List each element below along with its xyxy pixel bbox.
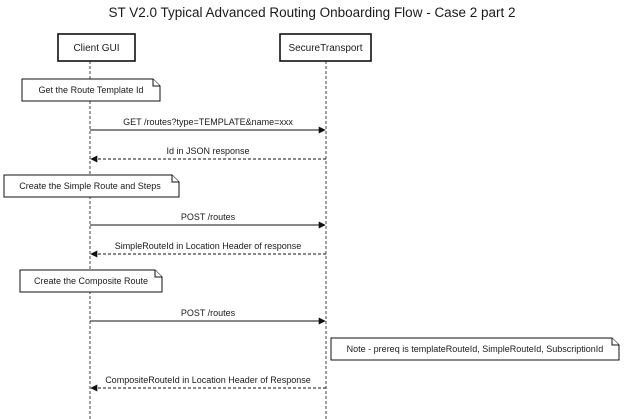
note-prereq-text: Note - prereq is templateRouteId, Simple…	[347, 344, 604, 354]
participant-client-gui: Client GUI	[57, 33, 136, 62]
note-simple-route-text: Create the Simple Route and Steps	[19, 181, 161, 191]
note-composite-route: Create the Composite Route	[19, 269, 163, 293]
message-label-id-response: Id in JSON response	[166, 146, 249, 156]
message-label-post-composite-route: POST /routes	[181, 308, 236, 318]
message-label-simple-route-id: SimpleRouteId in Location Header of resp…	[115, 241, 302, 251]
note-simple-route: Create the Simple Route and Steps	[3, 174, 180, 198]
note-prereq: Note - prereq is templateRouteId, Simple…	[330, 337, 620, 361]
note-composite-route-text: Create the Composite Route	[34, 276, 148, 286]
note-get-template-text: Get the Route Template Id	[39, 85, 144, 95]
participant-securetransport-label: SecureTransport	[288, 43, 362, 54]
message-label-post-simple-route: POST /routes	[181, 212, 236, 222]
note-get-template: Get the Route Template Id	[21, 78, 161, 102]
participant-securetransport: SecureTransport	[279, 33, 372, 62]
message-label-composite-route-id: CompositeRouteId in Location Header of R…	[105, 375, 311, 385]
message-label-get-template: GET /routes?type=TEMPLATE&name=xxx	[123, 117, 293, 127]
participant-client-gui-label: Client GUI	[73, 43, 119, 54]
diagram-title: ST V2.0 Typical Advanced Routing Onboard…	[109, 5, 516, 20]
